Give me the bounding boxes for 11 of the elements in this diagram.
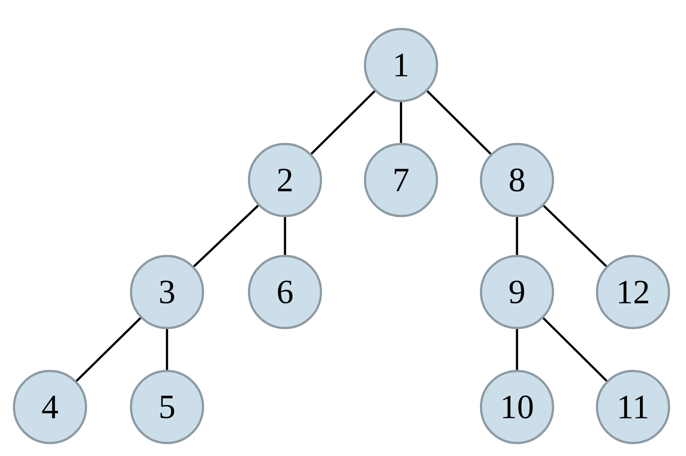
edge-line — [76, 317, 142, 382]
edge-line — [542, 317, 608, 382]
edge-line — [284, 217, 286, 255]
edge-line — [400, 102, 402, 143]
edge-line — [166, 329, 168, 370]
edge-line — [516, 217, 518, 255]
edge-line — [542, 204, 608, 268]
edge-line — [193, 204, 259, 268]
edge-line — [426, 90, 492, 155]
edge-line — [310, 90, 376, 155]
edge-line — [516, 329, 518, 370]
